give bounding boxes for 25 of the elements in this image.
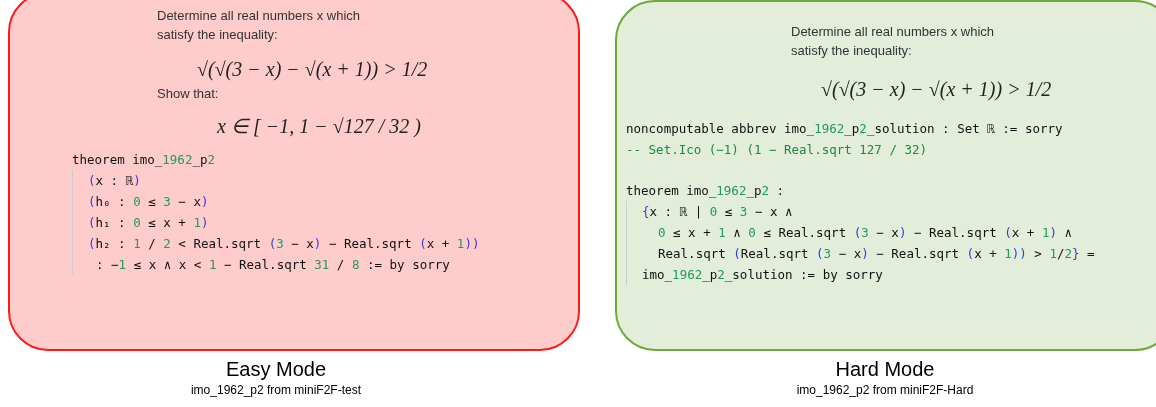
- panel: [615, 0, 1156, 351]
- code-line: {x : ℝ | 0 ≤ 3 − x ∧: [642, 203, 793, 221]
- code-line: Real.sqrt (Real.sqrt (3 − x) − Real.sqrt (x + 1)) > 1/2} =: [658, 245, 1095, 263]
- problem-text: Determine all real numbers x which satisfy the inequality:: [791, 23, 996, 60]
- problem-text: Determine all real numbers x which satisfy the inequality:: [157, 7, 362, 44]
- code-line: imo_1962_p2_solution := by sorry: [642, 266, 883, 284]
- code-line: (h₂ : 1 / 2 < Real.sqrt (3 − x) − Real.sqrt (x + 1)): [88, 235, 480, 253]
- code-line: noncomputable abbrev imo_1962_p2_solution : Set ℝ := sorry: [626, 120, 1063, 138]
- code-line: (x : ℝ): [88, 172, 141, 190]
- math-formula: √(√(3 − x) − √(x + 1)) > 1/2: [821, 77, 1052, 103]
- code-line: (h₀ : 0 ≤ 3 − x): [88, 193, 209, 211]
- code-line: (h₁ : 0 ≤ x + 1): [88, 214, 209, 232]
- code-comment: -- Set.Ico (−1) (1 − Real.sqrt 127 / 32): [626, 141, 928, 159]
- caption-subtitle: imo_1962_p2 from miniF2F-Hard: [796, 382, 974, 398]
- caption-title: Hard Mode: [835, 357, 935, 382]
- caption-subtitle: imo_1962_p2 from miniF2F-test: [190, 382, 362, 398]
- code-line: theorem imo_1962_p2: [72, 151, 215, 169]
- panel: [8, 0, 580, 351]
- code-line: theorem imo_1962_p2 :: [626, 182, 785, 200]
- problem-text: Show that:: [157, 85, 220, 103]
- code-line: : −1 ≤ x ∧ x < 1 − Real.sqrt 31 / 8 := by sorry: [96, 256, 450, 274]
- code-line: 0 ≤ x + 1 ∧ 0 ≤ Real.sqrt (3 − x) − Real.sqrt (x + 1) ∧: [658, 224, 1072, 242]
- math-formula: x ∈ [ −1, 1 − √127 / 32 ): [217, 114, 421, 140]
- math-formula: √(√(3 − x) − √(x + 1)) > 1/2: [197, 57, 428, 83]
- caption-title: Easy Mode: [225, 357, 327, 382]
